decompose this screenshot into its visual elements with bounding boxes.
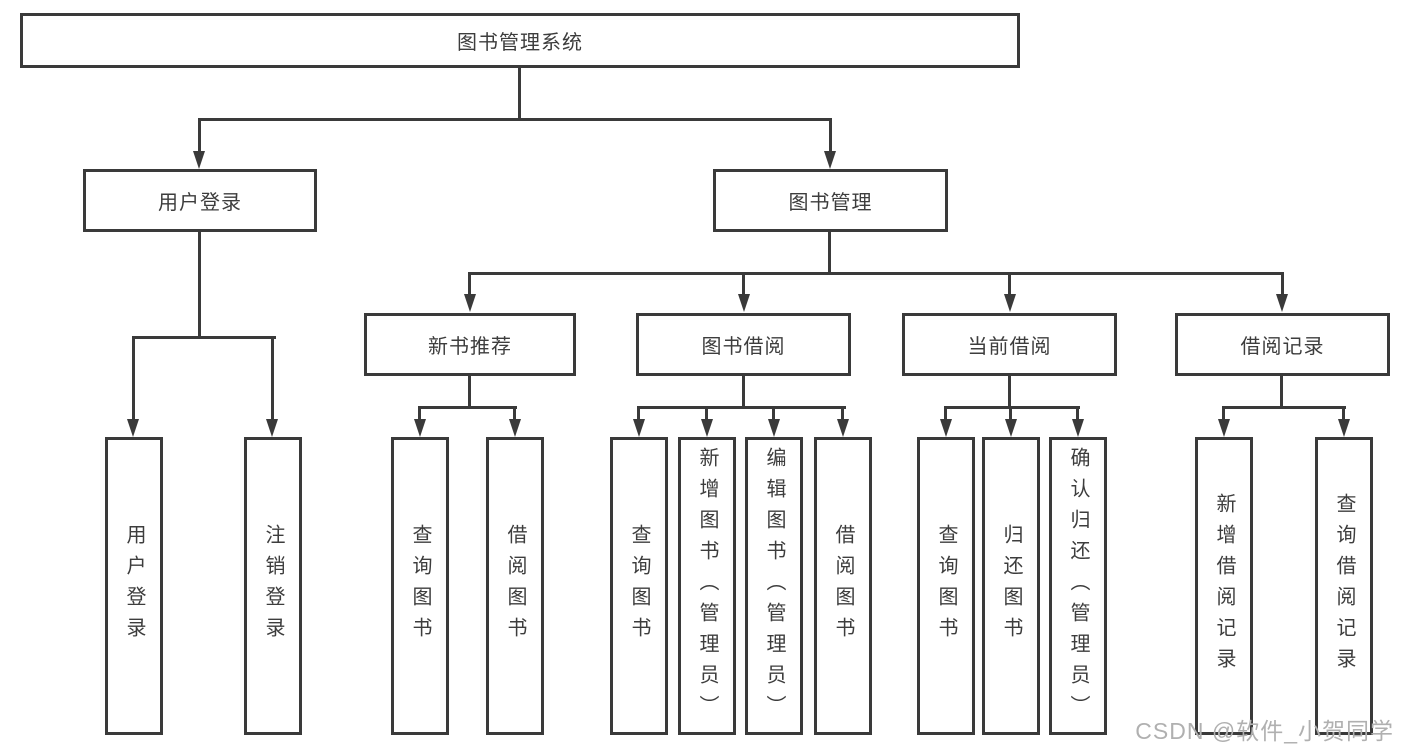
connector-line <box>198 118 201 154</box>
node-root-label: 图书管理系统 <box>457 32 583 54</box>
leaf-query-books-1-label: 查询图书 <box>409 524 431 648</box>
leaf-query-borrow-record: 查询借阅记录 <box>1315 437 1373 735</box>
node-user-login: 用户登录 <box>83 169 317 232</box>
connector-line <box>418 406 517 409</box>
connector-line <box>1008 376 1011 408</box>
arrow-down-icon <box>1005 419 1017 437</box>
connector-line <box>841 406 844 422</box>
node-book-management-label: 图书管理 <box>788 192 873 214</box>
connector-line <box>944 406 947 422</box>
leaf-return-books-label: 归还图书 <box>1000 524 1022 648</box>
arrow-down-icon <box>633 419 645 437</box>
arrow-down-icon <box>1276 294 1288 312</box>
arrow-down-icon <box>266 419 278 437</box>
leaf-borrow-books-1-label: 借阅图书 <box>504 524 526 648</box>
connector-line <box>513 406 516 422</box>
connector-line <box>742 376 745 408</box>
leaf-query-books-1: 查询图书 <box>391 437 449 735</box>
arrow-down-icon <box>940 419 952 437</box>
connector-line <box>772 406 775 422</box>
node-current-borrow-label: 当前借阅 <box>967 336 1052 358</box>
connector-line <box>1281 272 1284 298</box>
connector-line <box>1222 406 1225 422</box>
arrow-down-icon <box>824 151 836 169</box>
leaf-query-borrow-record-label: 查询借阅记录 <box>1333 493 1355 679</box>
leaf-query-books-2: 查询图书 <box>610 437 668 735</box>
arrow-down-icon <box>1218 419 1230 437</box>
connector-line <box>1076 406 1079 422</box>
arrow-down-icon <box>1004 294 1016 312</box>
connector-line <box>1342 406 1345 422</box>
arrow-down-icon <box>701 419 713 437</box>
arrow-down-icon <box>464 294 476 312</box>
node-book-borrow: 图书借阅 <box>636 313 851 376</box>
arrow-down-icon <box>414 419 426 437</box>
connector-line <box>1008 272 1011 298</box>
connector-line <box>271 336 274 422</box>
arrow-down-icon <box>738 294 750 312</box>
connector-line <box>468 272 471 298</box>
leaf-borrow-books-2-label: 借阅图书 <box>832 524 854 648</box>
connector-line <box>637 406 846 409</box>
connector-line <box>468 272 1284 275</box>
connector-line <box>944 406 1080 409</box>
connector-line <box>418 406 421 422</box>
leaf-borrow-books-2: 借阅图书 <box>814 437 872 735</box>
leaf-query-books-3: 查询图书 <box>917 437 975 735</box>
leaf-edit-books-admin: 编辑图书（管理员） <box>745 437 803 735</box>
leaf-confirm-return-admin-label: 确认归还（管理员） <box>1067 446 1089 726</box>
leaf-add-books-admin: 新增图书（管理员） <box>678 437 736 735</box>
connector-line <box>198 118 832 121</box>
arrow-down-icon <box>768 419 780 437</box>
connector-line <box>518 68 521 121</box>
connector-line <box>742 272 745 298</box>
node-user-login-label: 用户登录 <box>158 192 242 214</box>
leaf-user-login: 用户登录 <box>105 437 163 735</box>
node-new-book-recommend: 新书推荐 <box>364 313 576 376</box>
node-root: 图书管理系统 <box>20 13 1020 68</box>
connector-line <box>705 406 708 422</box>
node-current-borrow: 当前借阅 <box>902 313 1117 376</box>
connector-line <box>132 336 135 422</box>
watermark: CSDN @软件_小贺同学 <box>1135 718 1394 744</box>
node-borrow-records: 借阅记录 <box>1175 313 1390 376</box>
leaf-add-books-admin-label: 新增图书（管理员） <box>696 446 718 726</box>
leaf-borrow-books-1: 借阅图书 <box>486 437 544 735</box>
leaf-user-login-label: 用户登录 <box>123 524 145 648</box>
leaf-add-borrow-record: 新增借阅记录 <box>1195 437 1253 735</box>
leaf-logout-label: 注销登录 <box>262 524 284 648</box>
connector-line <box>1009 406 1012 422</box>
leaf-add-borrow-record-label: 新增借阅记录 <box>1213 493 1235 679</box>
connector-line <box>198 232 201 339</box>
leaf-query-books-3-label: 查询图书 <box>935 524 957 648</box>
connector-line <box>468 376 471 408</box>
leaf-edit-books-admin-label: 编辑图书（管理员） <box>763 446 785 726</box>
arrow-down-icon <box>837 419 849 437</box>
arrow-down-icon <box>1338 419 1350 437</box>
connector-line <box>829 118 832 154</box>
connector-line <box>132 336 276 339</box>
node-borrow-records-label: 借阅记录 <box>1240 336 1325 358</box>
leaf-confirm-return-admin: 确认归还（管理员） <box>1049 437 1107 735</box>
node-book-borrow-label: 图书借阅 <box>701 336 786 358</box>
connector-line <box>1280 376 1283 408</box>
leaf-logout: 注销登录 <box>244 437 302 735</box>
arrow-down-icon <box>127 419 139 437</box>
leaf-return-books: 归还图书 <box>982 437 1040 735</box>
leaf-query-books-2-label: 查询图书 <box>628 524 650 648</box>
arrow-down-icon <box>1072 419 1084 437</box>
connector-line <box>1222 406 1346 409</box>
node-new-book-recommend-label: 新书推荐 <box>428 336 512 358</box>
connector-line <box>828 232 831 275</box>
node-book-management: 图书管理 <box>713 169 948 232</box>
arrow-down-icon <box>509 419 521 437</box>
connector-line <box>637 406 640 422</box>
arrow-down-icon <box>193 151 205 169</box>
